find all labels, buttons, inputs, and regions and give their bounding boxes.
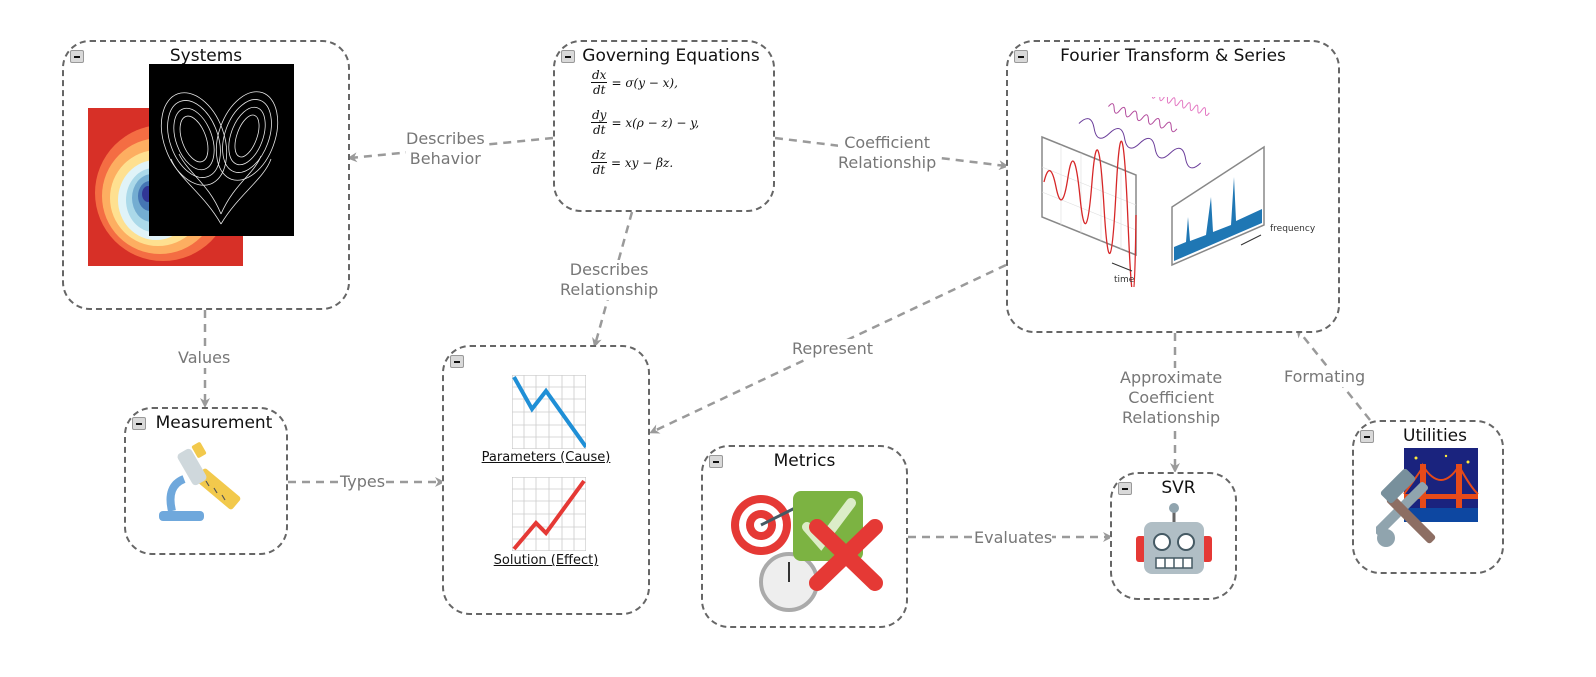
collapse-button[interactable] (132, 417, 146, 430)
lorenz-attractor-image (149, 64, 294, 236)
decreasing-chart-icon (512, 375, 586, 449)
microscope-icon (159, 442, 241, 521)
increasing-chart-icon (512, 477, 586, 551)
node-title: Fourier Transform & Series (1060, 46, 1286, 66)
systems-node[interactable]: Systems (62, 40, 350, 310)
time-label: time (1114, 275, 1135, 285)
collapse-button[interactable] (450, 355, 464, 368)
edge-label-represent: Represent (792, 339, 874, 359)
robot-icon (1136, 503, 1212, 574)
metrics-node[interactable]: Metrics (701, 445, 908, 628)
node-title: Systems (169, 46, 243, 66)
collapse-button[interactable] (709, 455, 723, 468)
parameters-solution-node[interactable]: Parameters (Cause) Solution (Effect) (442, 345, 650, 615)
node-title: Measurement (155, 413, 273, 433)
edge-label-describes-behavior: Describes Behavior (406, 129, 485, 169)
frequency-label: frequency (1270, 224, 1316, 234)
collapse-button[interactable] (1014, 50, 1028, 63)
solution-label: Solution (Effect) (493, 553, 599, 568)
collapse-button[interactable] (1118, 482, 1132, 495)
fourier-node[interactable]: Fourier Transform & Series frequency tim… (1006, 40, 1340, 333)
edge-label-describes-relationship: Describes Relationship (560, 260, 659, 300)
utilities-node[interactable]: Utilities (1352, 420, 1504, 574)
edge-label-coefficient-relationship: Coefficient Relationship (838, 133, 937, 173)
svr-node[interactable]: SVR (1110, 472, 1237, 600)
node-title: SVR (1161, 478, 1196, 498)
utilities-icon (1376, 448, 1479, 547)
measurement-node[interactable]: Measurement (124, 407, 288, 555)
collapse-button[interactable] (70, 50, 84, 63)
collapse-button[interactable] (1360, 430, 1374, 443)
fourier-illustration-image: frequency time (1041, 97, 1316, 287)
edge-label-types: Types (340, 472, 386, 492)
cross-icon (809, 519, 883, 591)
edge-label-approx: Approximate Coefficient Relationship (1120, 368, 1223, 428)
node-title: Utilities (1403, 426, 1467, 446)
collapse-button[interactable] (561, 50, 575, 63)
node-title: Governing Equations (582, 46, 760, 66)
edge-label-evaluates: Evaluates (974, 528, 1053, 548)
node-title: Metrics (773, 451, 836, 471)
hammer-wrench-icon (1376, 468, 1436, 547)
parameters-label: Parameters (Cause) (481, 450, 611, 465)
edge-represent (649, 263, 1007, 434)
metrics-icons (731, 491, 883, 612)
edge-label-values: Values (178, 348, 231, 368)
edge-label-formating: Formating (1284, 367, 1366, 387)
edge-describes-relationship (592, 211, 634, 348)
target-icon (731, 495, 798, 555)
